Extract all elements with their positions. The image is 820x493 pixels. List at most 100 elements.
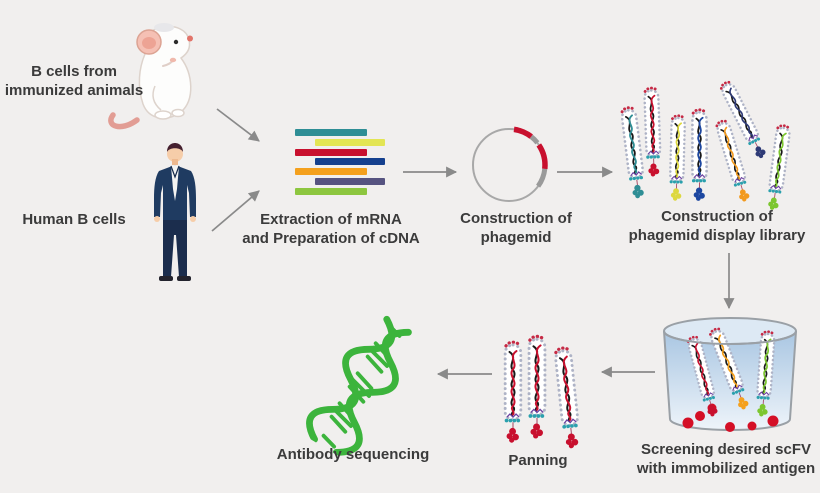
phage-scfv-blob bbox=[565, 433, 579, 449]
cdna-bar bbox=[295, 168, 367, 176]
phage-cap bbox=[620, 106, 637, 114]
phage-capsid bbox=[768, 126, 791, 192]
library-label-line2: phagemid display library bbox=[628, 227, 806, 244]
phage-zigzag bbox=[734, 176, 745, 183]
phage-linker bbox=[774, 192, 776, 199]
phage-zigzag bbox=[748, 134, 758, 141]
phage-dna-colored bbox=[534, 344, 542, 411]
phage-cap bbox=[671, 114, 686, 121]
phage-capsid bbox=[668, 116, 687, 183]
library-phage bbox=[638, 84, 667, 179]
phage-scfv-blob bbox=[506, 427, 519, 443]
phage-dna-black bbox=[558, 357, 572, 422]
phage-cap bbox=[554, 346, 572, 355]
phage-cap bbox=[643, 86, 659, 93]
phage-cap bbox=[776, 124, 791, 131]
phage-scfv-blob bbox=[755, 146, 766, 159]
cdna-bar bbox=[315, 138, 385, 146]
phage-linker bbox=[570, 427, 572, 434]
dna-helix-icon bbox=[294, 304, 429, 465]
cdna-label-line2: and Preparation of cDNA bbox=[242, 230, 420, 247]
phage-dna-colored bbox=[723, 126, 741, 180]
panning-phage bbox=[522, 332, 552, 440]
human-icon bbox=[145, 143, 205, 285]
phage-base bbox=[629, 175, 645, 181]
library-label: Construction of phagemid display library bbox=[622, 207, 812, 245]
phage-cap bbox=[691, 108, 708, 115]
phage-dna-black bbox=[695, 117, 702, 177]
cdna-bar bbox=[315, 158, 385, 166]
phage-scfv-blob bbox=[693, 187, 705, 201]
phagemid-plasmid-icon bbox=[467, 123, 551, 207]
sequencing-label: Antibody sequencing bbox=[276, 446, 430, 463]
phage-dna-colored bbox=[697, 116, 704, 177]
phage-dna-black bbox=[532, 345, 540, 412]
cdna-bars-icon bbox=[295, 129, 385, 198]
cdna-label: Extraction of mRNA and Preparation of cD… bbox=[238, 210, 424, 248]
library-phage bbox=[614, 102, 652, 201]
library-label-line1: Construction of bbox=[661, 208, 773, 225]
library-phage bbox=[760, 120, 797, 212]
screening-label: Screening desired scFV with immobilized … bbox=[632, 440, 820, 478]
phage-dna-black bbox=[647, 95, 656, 154]
phage-scfv-blob bbox=[632, 184, 644, 199]
phage-cap bbox=[715, 119, 730, 128]
beaker-rim-front bbox=[663, 330, 797, 345]
phage-dna-black bbox=[720, 129, 740, 181]
library-phage bbox=[712, 74, 774, 164]
phage-zigzag bbox=[770, 184, 782, 190]
phage-zigzag bbox=[530, 408, 544, 414]
phage-dna-colored bbox=[510, 350, 518, 416]
phage-zigzag bbox=[563, 418, 577, 424]
b-cells-label-line2: immunized animals bbox=[4, 82, 144, 99]
mouse-icon bbox=[103, 16, 203, 132]
cdna-bar bbox=[315, 177, 385, 185]
phage-zigzag bbox=[671, 175, 683, 180]
panning-phage bbox=[547, 342, 588, 451]
phage-linker bbox=[740, 184, 743, 190]
phage-base bbox=[733, 180, 748, 187]
phage-capsid bbox=[643, 89, 662, 158]
cdna-bar bbox=[295, 129, 367, 136]
panning-label: Panning bbox=[508, 452, 568, 469]
cdna-label-line1: Extraction of mRNA bbox=[260, 211, 402, 228]
cdna-bar bbox=[295, 148, 367, 156]
arrow-mouse-to-cdna bbox=[216, 108, 260, 142]
phage-capsid bbox=[721, 83, 760, 143]
phagemid-label: Construction of phagemid bbox=[460, 210, 572, 246]
screening-label-line1: Screening desired scFV bbox=[640, 441, 812, 458]
phage-dna-colored bbox=[729, 87, 754, 138]
phage-capsid bbox=[554, 349, 580, 427]
phage-capsid bbox=[527, 337, 547, 417]
phage-dna-colored bbox=[774, 132, 787, 188]
phage-zigzag bbox=[693, 174, 706, 179]
panning-phage bbox=[498, 338, 528, 444]
phage-linker bbox=[636, 179, 638, 186]
phage-linker bbox=[754, 142, 758, 148]
phage-cap bbox=[504, 340, 522, 348]
phage-dna-black bbox=[508, 350, 516, 417]
phage-base bbox=[748, 137, 761, 146]
phage-base bbox=[562, 423, 579, 429]
phage-capsid bbox=[691, 110, 708, 182]
phage-dna-black bbox=[674, 122, 680, 179]
phage-cap bbox=[719, 80, 733, 90]
phage-dna-black bbox=[625, 115, 638, 175]
phage-scfv-blob bbox=[670, 188, 682, 201]
phage-capsid bbox=[716, 122, 747, 185]
phage-scfv-blob bbox=[530, 423, 543, 439]
phage-cap bbox=[528, 334, 546, 342]
phage-dna-colored bbox=[649, 94, 656, 153]
library-phage bbox=[686, 106, 713, 202]
phage-scfv-blob bbox=[648, 163, 660, 177]
phage-scfv-blob bbox=[739, 189, 750, 202]
phage-zigzag bbox=[647, 150, 660, 155]
library-phage bbox=[709, 114, 759, 205]
cdna-bar bbox=[295, 187, 367, 195]
phage-zigzag bbox=[506, 413, 520, 418]
phage-dna-colored bbox=[675, 122, 682, 178]
phage-zigzag bbox=[630, 171, 643, 177]
b-cells-label: B cells from immunized animals bbox=[0, 62, 148, 100]
phage-base bbox=[768, 189, 783, 194]
